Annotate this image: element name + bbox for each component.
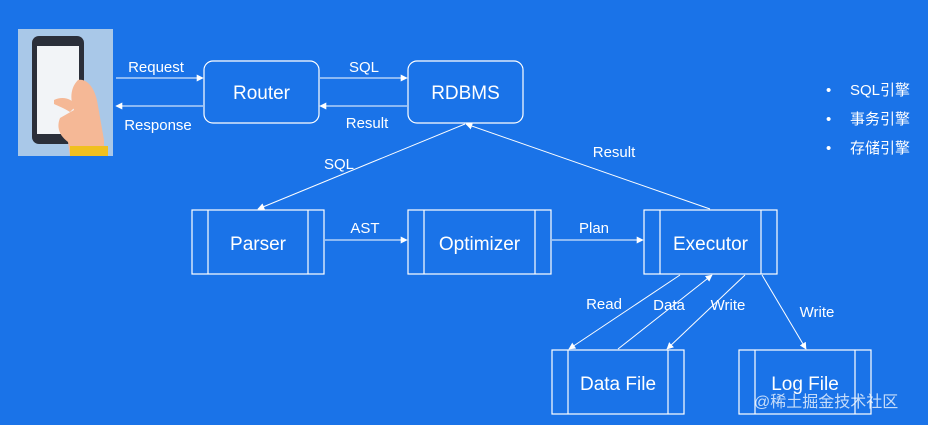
log-file-box — [738, 349, 872, 415]
result-top-label: Result — [346, 115, 389, 132]
engine-list: •SQL引擎 •事务引擎 •存储引擎 — [826, 76, 910, 163]
executor-label: Executor — [673, 234, 749, 255]
request-label: Request — [128, 59, 185, 76]
router-label: Router — [233, 83, 291, 104]
result-up-arrow — [465, 122, 711, 210]
response-label: Response — [124, 117, 192, 134]
phone-in-hand-icon — [18, 29, 113, 156]
parser-label: Parser — [230, 234, 287, 255]
executor-box — [643, 209, 778, 275]
engine-list-item: •事务引擎 — [826, 111, 911, 128]
optimizer-box — [407, 209, 552, 275]
data-label: Data — [653, 297, 685, 314]
engine-list-item: •SQL引擎 — [826, 82, 911, 99]
read-label: Read — [586, 296, 622, 313]
log-file-label: Log File — [771, 374, 839, 395]
write-log-label: Write — [800, 304, 835, 321]
optimizer-label: Optimizer — [439, 234, 521, 255]
ast-label: AST — [350, 220, 379, 237]
data-file-label: Data File — [580, 374, 656, 395]
data-arrow — [617, 274, 713, 350]
sql-down-arrow — [257, 123, 466, 210]
write-data-arrow — [666, 274, 746, 350]
sql-top-label: SQL — [349, 59, 379, 76]
write-data-label: Write — [711, 297, 746, 314]
result-up-label: Result — [593, 144, 636, 161]
plan-label: Plan — [579, 220, 609, 237]
router-box — [203, 60, 320, 124]
sql-down-label: SQL — [324, 156, 354, 173]
parser-box — [191, 209, 325, 275]
data-file-box — [551, 349, 685, 415]
rdbms-label: RDBMS — [431, 83, 500, 104]
read-arrow — [568, 274, 681, 350]
engine-list-item: •存储引擎 — [826, 140, 911, 157]
watermark: @稀土掘金技术社区 — [754, 394, 899, 411]
write-log-arrow — [761, 274, 807, 350]
